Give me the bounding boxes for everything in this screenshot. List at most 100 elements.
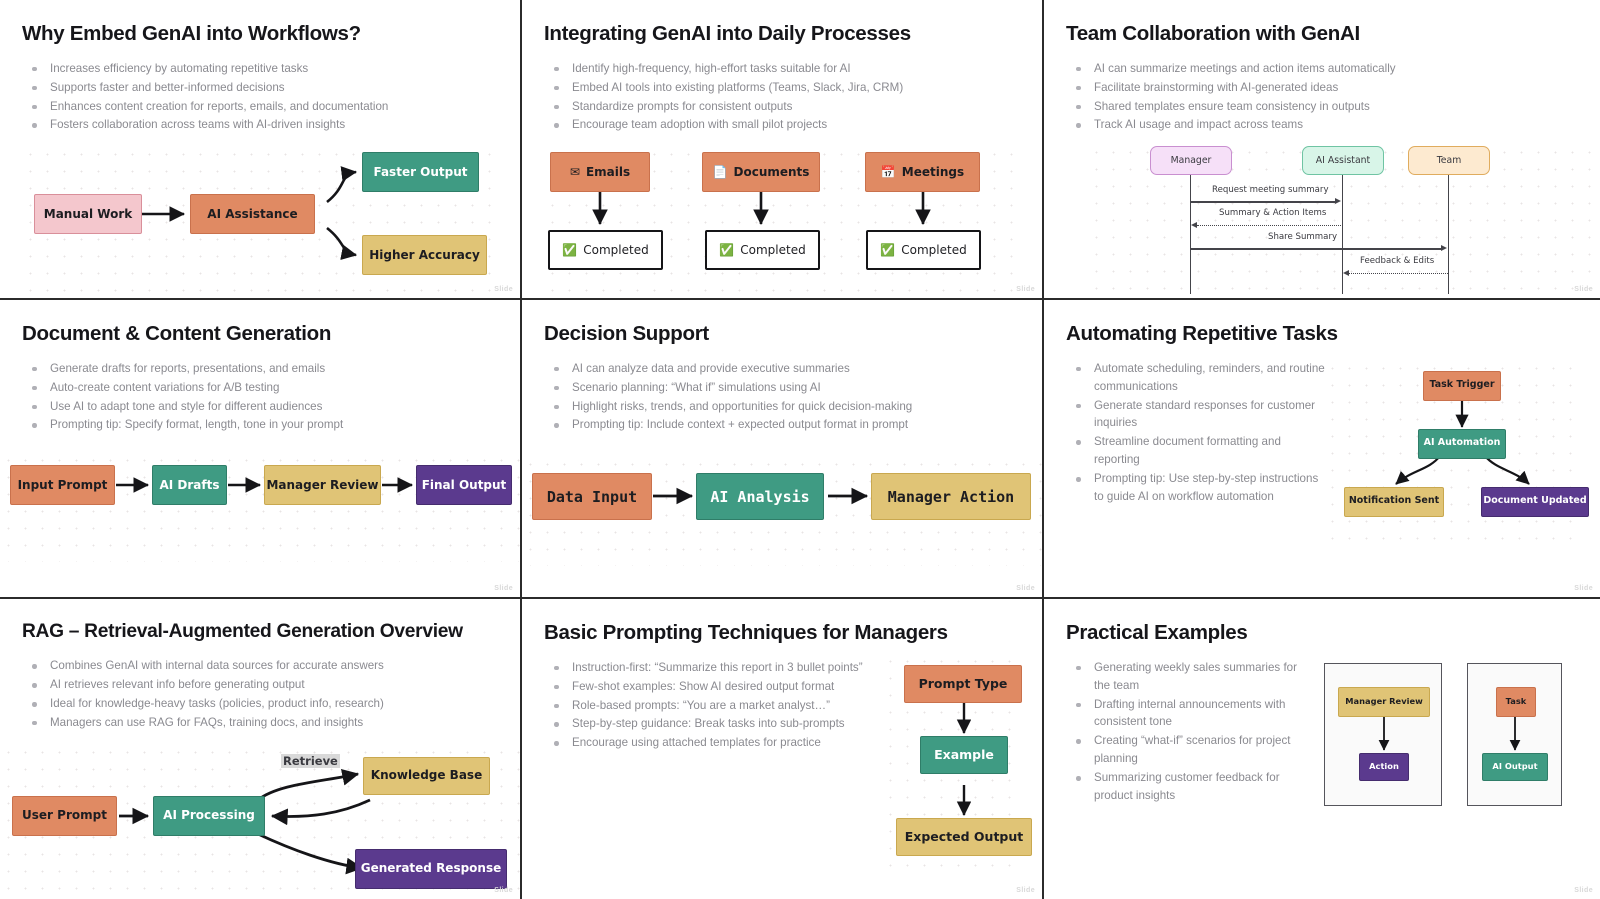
message-arrow-3	[1190, 248, 1442, 250]
list-item: Prompting tip: Include context + expecte…	[550, 416, 1022, 434]
slide-decision-support[interactable]: Decision Support AI can analyze data and…	[522, 300, 1044, 599]
message-arrow-4	[1349, 273, 1448, 275]
node-completed-meetings[interactable]: ✅ Completed	[866, 230, 981, 271]
watermark: Slide	[494, 585, 513, 592]
list-item: AI retrieves relevant info before genera…	[28, 676, 500, 694]
bullet-list: Identify high-frequency, high-effort tas…	[544, 60, 1022, 135]
list-item: Instruction-first: “Summarize this repor…	[550, 659, 874, 677]
message-arrowhead-1	[1335, 198, 1341, 205]
node-ai-drafts[interactable]: AI Drafts	[152, 465, 227, 506]
bullet-list: Instruction-first: “Summarize this repor…	[544, 659, 874, 873]
node-action[interactable]: Action	[1359, 752, 1409, 781]
slide-practical-examples[interactable]: Practical Examples Generating weekly sal…	[1044, 599, 1600, 899]
node-label: Notification Sent	[1348, 495, 1440, 507]
node-task-trigger[interactable]: Task Trigger	[1423, 370, 1501, 401]
node-manager-review[interactable]: Manager Review	[1338, 686, 1430, 717]
linear-chain-diagram: Input Prompt AI Drafts Manager Review Fi…	[0, 452, 520, 563]
list-item: Creating “what-if” scenarios for project…	[1072, 732, 1316, 768]
actor-team[interactable]: Team	[1408, 146, 1490, 176]
list-item: Encourage team adoption with small pilot…	[550, 116, 1022, 134]
node-ai-analysis[interactable]: AI Analysis	[696, 473, 824, 521]
node-ai-output[interactable]: AI Output	[1482, 752, 1548, 781]
node-data-input[interactable]: Data Input	[532, 473, 652, 521]
actor-ai-assistant[interactable]: AI Assistant	[1302, 146, 1384, 176]
list-item: Prompting tip: Specify format, length, t…	[28, 416, 500, 434]
slide-basic-prompting-techniques[interactable]: Basic Prompting Techniques for Managers …	[522, 599, 1044, 899]
mini-panel-task-flow: Task AI Output	[1467, 662, 1562, 806]
node-generated-response[interactable]: Generated Response	[355, 848, 507, 889]
slide-team-collaboration[interactable]: Team Collaboration with GenAI AI can sum…	[1044, 0, 1600, 300]
node-knowledge-base[interactable]: Knowledge Base	[363, 756, 490, 795]
node-documents[interactable]: 📄 Documents	[702, 152, 820, 193]
slide-rag-overview[interactable]: RAG – Retrieval-Augmented Generation Ove…	[0, 599, 522, 899]
list-item: Standardize prompts for consistent outpu…	[550, 98, 1022, 116]
node-user-prompt[interactable]: User Prompt	[12, 795, 117, 836]
node-final-output[interactable]: Final Output	[416, 465, 512, 506]
node-example[interactable]: Example	[920, 735, 1008, 774]
watermark: Slide	[494, 286, 513, 293]
node-expected-output[interactable]: Expected Output	[896, 817, 1032, 856]
process-columns-diagram: ✉ Emails 📄 Documents 📅 Meetings ✅ Comple…	[544, 146, 1022, 297]
page-title: RAG – Retrieval-Augmented Generation Ove…	[22, 621, 463, 642]
node-label: AI Output	[1492, 761, 1538, 771]
node-notification-sent[interactable]: Notification Sent	[1344, 486, 1444, 517]
node-label: Emails	[585, 164, 631, 179]
list-item: Ideal for knowledge-heavy tasks (policie…	[28, 695, 500, 713]
node-ai-assistance[interactable]: AI Assistance	[190, 194, 315, 235]
lifeline-team	[1448, 175, 1450, 295]
vertical-chain-diagram: Prompt Type Example Expected Output	[882, 652, 1032, 873]
node-task[interactable]: Task	[1496, 686, 1536, 717]
slide-why-embed-genai[interactable]: Why Embed GenAI into Workflows? Increase…	[0, 0, 522, 300]
linear-chain-diagram: Data Input AI Analysis Manager Action	[522, 456, 1042, 567]
list-item: Auto-create content variations for A/B t…	[28, 379, 500, 397]
diagram-edges	[1509, 716, 1521, 751]
node-document-updated[interactable]: Document Updated	[1481, 486, 1589, 517]
node-completed-emails[interactable]: ✅ Completed	[548, 230, 663, 271]
node-label: Knowledge Base	[370, 768, 483, 783]
mini-panel-manager-flow: Manager Review Action	[1324, 662, 1442, 806]
list-item: Supports faster and better-informed deci…	[28, 79, 500, 97]
node-manager-action[interactable]: Manager Action	[871, 473, 1031, 521]
node-label: Meetings	[901, 164, 965, 179]
slide-document-content-generation[interactable]: Document & Content Generation Generate d…	[0, 300, 522, 599]
lifeline-manager	[1190, 175, 1192, 295]
node-emails[interactable]: ✉ Emails	[550, 152, 650, 193]
node-ai-processing[interactable]: AI Processing	[153, 795, 265, 836]
node-meetings[interactable]: 📅 Meetings	[865, 152, 980, 193]
node-label: Documents	[733, 164, 810, 179]
page-title: Automating Repetitive Tasks	[1066, 322, 1338, 345]
bullet-list: Increases efficiency by automating repet…	[22, 60, 500, 135]
node-manager-review[interactable]: Manager Review	[264, 465, 381, 506]
node-input-prompt[interactable]: Input Prompt	[10, 465, 115, 506]
slide-integrating-genai-daily[interactable]: Integrating GenAI into Daily Processes I…	[522, 0, 1044, 300]
watermark: Slide	[1574, 286, 1593, 293]
node-faster-output[interactable]: Faster Output	[362, 152, 479, 193]
bullet-list: Automate scheduling, reminders, and rout…	[1066, 360, 1326, 540]
actor-label: AI Assistant	[1315, 154, 1371, 166]
page-title: Decision Support	[544, 322, 709, 345]
bullet-list: AI can summarize meetings and action ite…	[1066, 60, 1580, 135]
node-higher-accuracy[interactable]: Higher Accuracy	[362, 235, 487, 276]
node-prompt-type[interactable]: Prompt Type	[904, 664, 1022, 703]
node-completed-documents[interactable]: ✅ Completed	[705, 230, 820, 271]
node-label: AI Drafts	[159, 477, 220, 492]
node-manual-work[interactable]: Manual Work	[34, 194, 142, 235]
page-title: Basic Prompting Techniques for Managers	[544, 621, 948, 644]
slide-automating-repetitive-tasks[interactable]: Automating Repetitive Tasks Automate sch…	[1044, 300, 1600, 599]
diagram-edges	[142, 166, 358, 261]
list-item: Streamline document formatting and repor…	[1072, 433, 1326, 469]
list-item: Drafting internal announcements with con…	[1072, 696, 1316, 732]
actor-manager[interactable]: Manager	[1150, 146, 1232, 176]
list-item: Scenario planning: “What if” simulations…	[550, 379, 1022, 397]
node-ai-automation[interactable]: AI Automation	[1418, 428, 1506, 459]
list-item: Increases efficiency by automating repet…	[28, 60, 500, 78]
envelope-icon: ✉	[569, 164, 580, 179]
node-label: Completed	[740, 242, 806, 257]
node-label: Final Output	[421, 477, 507, 492]
watermark: Slide	[494, 887, 513, 894]
calendar-icon: 📅	[880, 164, 896, 179]
list-item: Managers can use RAG for FAQs, training …	[28, 714, 500, 732]
page-title: Practical Examples	[1066, 621, 1248, 644]
list-item: Summarizing customer feedback for produc…	[1072, 769, 1316, 805]
page-title: Document & Content Generation	[22, 322, 332, 345]
